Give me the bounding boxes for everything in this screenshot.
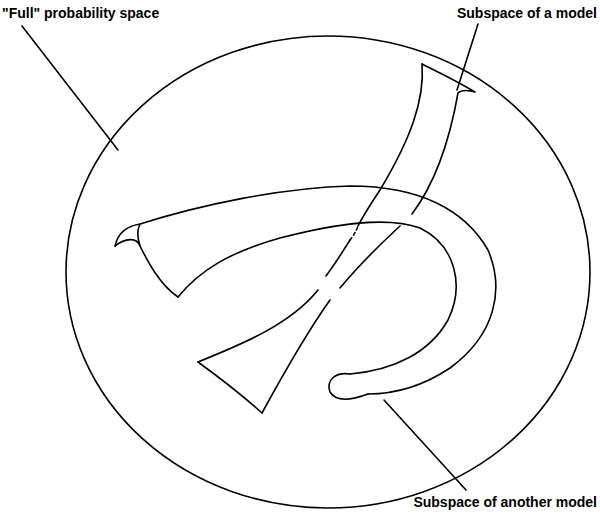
twisted-ribbon — [198, 64, 475, 413]
callout-label: Subspace of another model — [413, 494, 597, 510]
leader-line — [457, 24, 478, 90]
callout-label: "Full" probability space — [2, 5, 159, 21]
curved-ribbon — [115, 186, 496, 399]
probability-space-outline — [66, 36, 590, 508]
leader-line — [384, 400, 466, 490]
callout-label: Subspace of a model — [457, 5, 597, 21]
leader-line — [22, 26, 118, 150]
